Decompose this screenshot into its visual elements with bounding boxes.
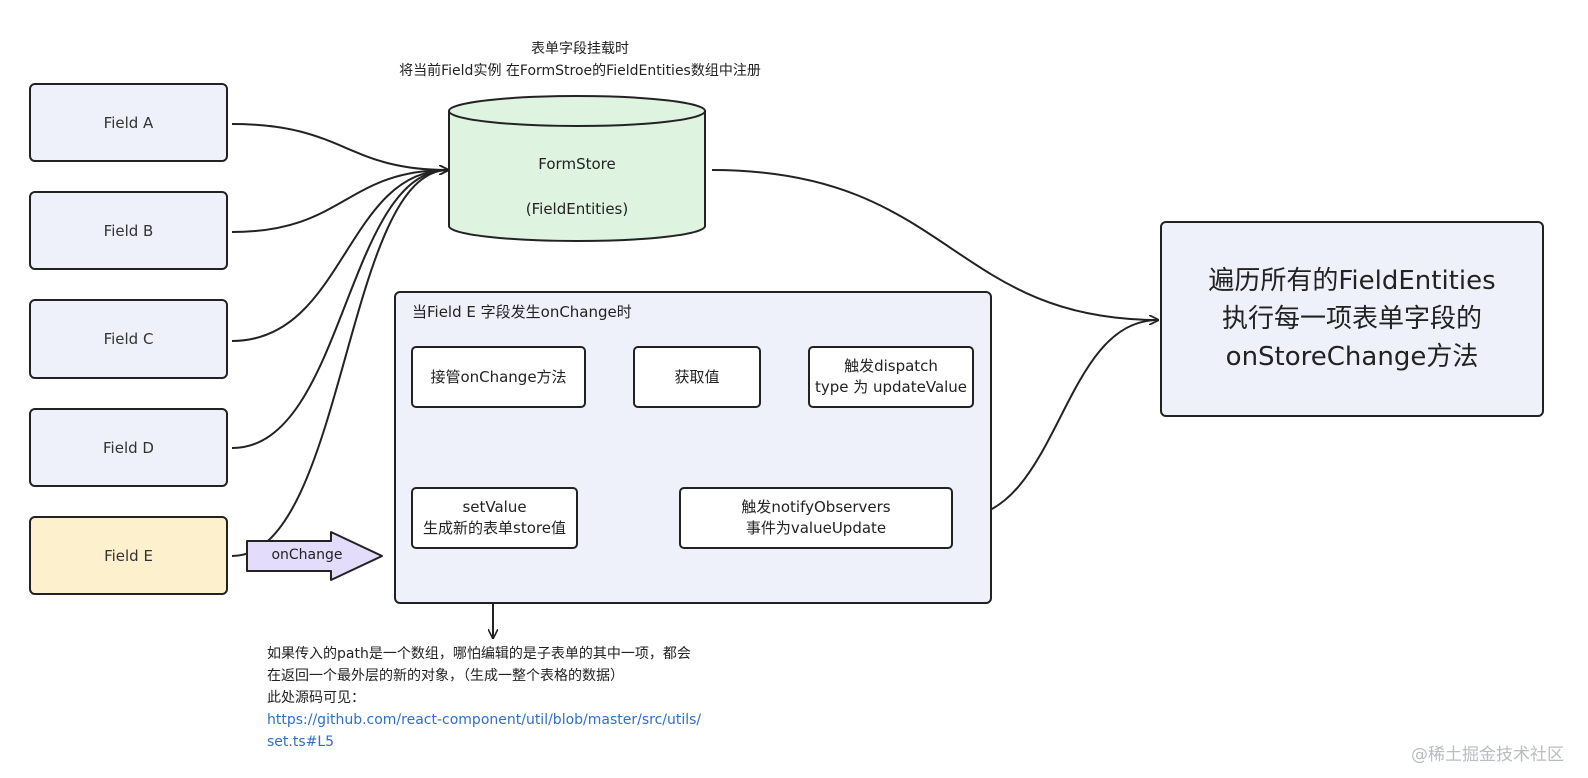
result-node: 遍历所有的FieldEntities 执行每一项表单字段的 onStoreCha… [1160, 221, 1544, 417]
field-d-label: Field D [103, 438, 154, 457]
mount-note-line2: 将当前Field实例 在FormStroe的FieldEntities数组中注册 [399, 63, 761, 79]
result-line3: onStoreChange方法 [1225, 342, 1479, 372]
result-line1: 遍历所有的FieldEntities [1208, 266, 1496, 296]
path-comment: 如果传入的path是一个数组，哪怕编辑的是子表单的其中一项，都会 在返回一个最外… [267, 643, 737, 753]
onchange-arrow-label: onChange [271, 547, 343, 563]
mount-note: 表单字段挂载时 将当前Field实例 在FormStroe的FieldEntit… [330, 38, 830, 82]
watermark: @稀土掘金技术社区 [1411, 745, 1564, 765]
field-b-label: Field B [103, 221, 154, 240]
step-setvalue-line1: setValue [462, 498, 527, 516]
connector-fielda-store [231, 123, 448, 170]
step-get-value-label: 获取值 [674, 367, 720, 386]
connector-fieldc-store [231, 170, 448, 342]
step-dispatch: 触发dispatch type 为 updateValue [808, 346, 974, 408]
field-b-node: Field B [29, 191, 228, 270]
field-a-node: Field A [29, 83, 228, 162]
field-a-label: Field A [103, 113, 154, 132]
formstore-cylinder [448, 95, 706, 242]
formstore-subtitle: (FieldEntities) [525, 200, 629, 218]
result-line2: 执行每一项表单字段的 [1221, 304, 1482, 334]
field-d-node: Field D [29, 408, 228, 487]
connector-notify-result [956, 320, 1158, 519]
source-link-line1[interactable]: https://github.com/react-component/util/… [267, 712, 702, 728]
step-intercept-onchange-label: 接管onChange方法 [430, 367, 567, 386]
field-e-node: Field E [29, 516, 228, 595]
path-comment-line2: 在返回一个最外层的新的对象，（生成一整个表格的数据） [267, 668, 624, 684]
onchange-flow-group-title: 当Field E 字段发生onChange时 [412, 303, 632, 321]
step-intercept-onchange: 接管onChange方法 [411, 346, 586, 408]
step-dispatch-line2: type 为 updateValue [814, 378, 968, 396]
step-dispatch-line1: 触发dispatch [844, 357, 938, 375]
field-c-node: Field C [29, 299, 228, 379]
formstore-title: FormStore [538, 155, 616, 173]
connector-fielde-store [231, 170, 448, 557]
step-notify-observers: 触发notifyObservers 事件为valueUpdate [679, 487, 953, 549]
connector-fieldd-store [231, 170, 448, 449]
step-setvalue: setValue 生成新的表单store值 [411, 487, 578, 549]
path-comment-line1: 如果传入的path是一个数组，哪怕编辑的是子表单的其中一项，都会 [267, 646, 691, 662]
connector-fieldb-store [231, 170, 448, 233]
step-notify-line2: 事件为valueUpdate [745, 519, 887, 537]
onchange-block-arrow [246, 531, 383, 581]
path-comment-line3: 此处源码可见： [267, 690, 365, 706]
field-e-label: Field E [104, 546, 153, 565]
onchange-flow-group [394, 291, 992, 604]
source-link-line2[interactable]: set.ts#L5 [267, 734, 335, 750]
step-get-value: 获取值 [633, 346, 761, 408]
step-notify-line1: 触发notifyObservers [741, 498, 891, 516]
field-c-label: Field C [103, 330, 154, 348]
step-setvalue-line2: 生成新的表单store值 [423, 519, 566, 537]
mount-note-line1: 表单字段挂载时 [531, 41, 629, 57]
connector-store-result [711, 169, 1158, 320]
